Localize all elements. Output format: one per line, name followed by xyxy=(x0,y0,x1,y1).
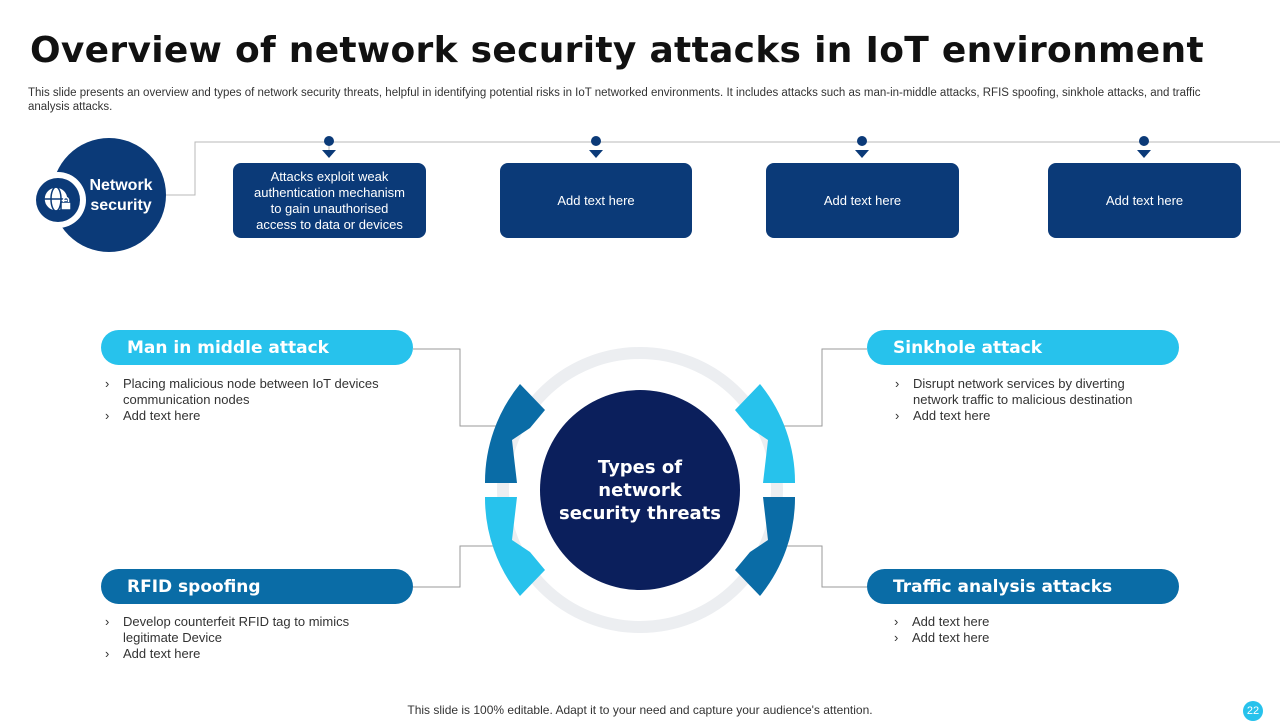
center-label: Types of network security threats xyxy=(558,456,722,524)
top-box-3: Add text here xyxy=(766,163,959,238)
bullet-item: Add text here xyxy=(892,614,1152,630)
threat-bullets-traffic-analysis: Add text here Add text here xyxy=(892,614,1152,646)
bullet-item: Add text here xyxy=(892,630,1152,646)
arc-segment-bottom-right xyxy=(735,497,796,596)
threat-pill-traffic-analysis: Traffic analysis attacks xyxy=(867,569,1179,604)
slide-title: Overview of network security attacks in … xyxy=(30,30,1204,71)
bullet-item: Add text here xyxy=(893,408,1153,424)
footer-note: This slide is 100% editable. Adapt it to… xyxy=(407,703,873,717)
top-box-2: Add text here xyxy=(500,163,692,238)
top-box-text: Add text here xyxy=(557,192,635,208)
pin-dot xyxy=(1139,136,1149,146)
arc-segment-bottom-left xyxy=(484,497,545,596)
top-box-text: Add text here xyxy=(1105,192,1184,208)
bullet-item: Placing malicious node between IoT devic… xyxy=(103,376,393,408)
top-box-text: Attacks exploit weak authentication mech… xyxy=(253,168,406,232)
pin-arrow-icon xyxy=(1137,150,1151,158)
pin-dot xyxy=(591,136,601,146)
threat-pill-sinkhole: Sinkhole attack xyxy=(867,330,1179,365)
arc-segment-top-right xyxy=(735,384,796,483)
arc-segment-top-left xyxy=(484,384,545,483)
pin-arrow-icon xyxy=(589,150,603,158)
outer-ring xyxy=(497,347,783,633)
threat-bullets-sinkhole: Disrupt network services by diverting ne… xyxy=(893,376,1153,424)
threat-title: RFID spoofing xyxy=(127,576,261,597)
threat-bullets-rfid-spoofing: Develop counterfeit RFID tag to mimics l… xyxy=(103,614,373,662)
slide-subtitle: This slide presents an overview and type… xyxy=(28,87,1201,113)
top-box-text: Add text here xyxy=(823,192,902,208)
top-box-1: Attacks exploit weak authentication mech… xyxy=(233,163,426,238)
page-number-badge: 22 xyxy=(1243,701,1263,721)
bullet-item: Add text here xyxy=(103,408,393,424)
pin-dot xyxy=(324,136,334,146)
top-box-4: Add text here xyxy=(1048,163,1241,238)
hub-label: Network security xyxy=(89,177,153,214)
threat-pill-rfid-spoofing: RFID spoofing xyxy=(101,569,413,604)
threat-pill-man-in-middle: Man in middle attack xyxy=(101,330,413,365)
threat-title: Sinkhole attack xyxy=(893,337,1043,358)
threat-bullets-man-in-middle: Placing malicious node between IoT devic… xyxy=(103,376,393,424)
bullet-item: Disrupt network services by diverting ne… xyxy=(893,376,1153,408)
center-circle: Types of network security threats xyxy=(540,390,740,590)
pin-arrow-icon xyxy=(322,150,336,158)
threat-title: Man in middle attack xyxy=(127,337,329,358)
pin-arrow-icon xyxy=(855,150,869,158)
bullet-item: Develop counterfeit RFID tag to mimics l… xyxy=(103,614,373,646)
pin-dot xyxy=(857,136,867,146)
threat-title: Traffic analysis attacks xyxy=(893,576,1113,597)
bullet-item: Add text here xyxy=(103,646,373,662)
globe-lock-icon xyxy=(36,178,80,222)
